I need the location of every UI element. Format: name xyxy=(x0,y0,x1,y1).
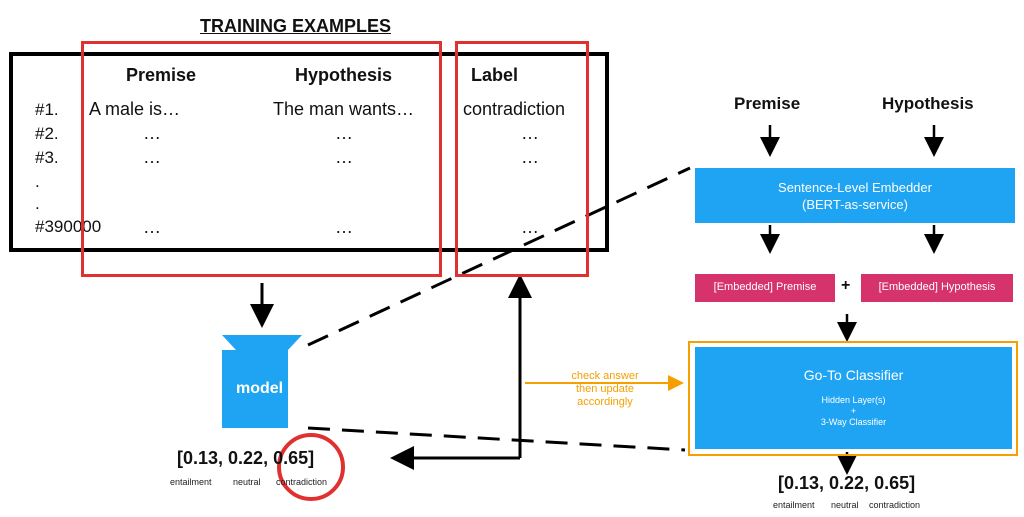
header-hypothesis: Hypothesis xyxy=(295,65,393,85)
classifier-line: 3-Way Classifier xyxy=(820,417,887,427)
row-hypothesis: The man wants… xyxy=(273,99,415,119)
row-number: #1. xyxy=(35,100,59,119)
right-label-entailment: entailment xyxy=(773,500,815,510)
right-label-contradiction: contradiction xyxy=(869,500,921,510)
plus-sign: + xyxy=(841,277,851,294)
classifier-box: Go-To Classifier Hidden Layer(s) + 3-Way… xyxy=(695,347,1012,449)
row-ellipsis-dot: . xyxy=(35,172,40,191)
header-premise: Premise xyxy=(126,65,197,85)
classifier-detail: Hidden Layer(s) + 3-Way Classifier xyxy=(695,395,1012,428)
right-premise-heading: Premise xyxy=(734,94,801,113)
row-number: #3. xyxy=(35,148,59,167)
model-label: model xyxy=(236,380,284,397)
classifier-outline xyxy=(688,341,1018,456)
row-hypothesis: … xyxy=(335,217,353,237)
right-probabilities: [0.13, 0.22, 0.65] xyxy=(778,473,916,493)
row-label: … xyxy=(521,123,539,143)
dashed-zoom-line-top xyxy=(307,166,691,347)
row-premise: A male is… xyxy=(89,99,181,119)
row-hypothesis: … xyxy=(335,123,353,143)
right-hypothesis-heading: Hypothesis xyxy=(882,94,974,113)
highlight-circle xyxy=(277,433,345,501)
check-answer-text: check answer then update accordingly xyxy=(555,370,655,409)
row-ellipsis-dot: . xyxy=(35,194,40,213)
left-probabilities: [0.13, 0.22, 0.65] xyxy=(177,448,315,468)
row-hypothesis: … xyxy=(335,147,353,167)
classifier-line: + xyxy=(850,406,857,416)
header-label: Label xyxy=(471,65,519,85)
page-title: TRAINING EXAMPLES xyxy=(200,16,392,36)
row-number: #2. xyxy=(35,124,59,143)
left-label-entailment: entailment xyxy=(170,477,212,487)
left-label-contradiction: contradiction xyxy=(276,477,328,487)
row-number: #390000 xyxy=(35,217,102,236)
embedded-hypothesis-box: [Embedded] Hypothesis xyxy=(861,274,1013,302)
highlight-box-label xyxy=(455,41,589,277)
classifier-title: Go-To Classifier xyxy=(803,367,904,383)
check-answer-line: then update xyxy=(575,383,635,395)
row-label: contradiction xyxy=(463,99,566,119)
dashed-zoom-line-bottom xyxy=(307,426,686,452)
row-label: … xyxy=(521,217,539,237)
model-shape xyxy=(222,335,302,428)
row-premise: … xyxy=(143,123,161,143)
row-premise: … xyxy=(143,147,161,167)
embedder-title: Sentence-Level Embedder xyxy=(778,180,932,195)
right-label-neutral: neutral xyxy=(831,500,859,510)
classifier-line: Hidden Layer(s) xyxy=(821,395,886,405)
training-table xyxy=(9,52,609,252)
row-label: … xyxy=(521,147,539,167)
embedder-box: Sentence-Level Embedder (BERT-as-service… xyxy=(695,168,1015,223)
left-label-neutral: neutral xyxy=(233,477,261,487)
row-premise: … xyxy=(143,217,161,237)
check-answer-line: accordingly xyxy=(577,396,633,408)
highlight-box-inputs xyxy=(81,41,442,277)
embedded-premise-box: [Embedded] Premise xyxy=(695,274,835,302)
check-answer-line: check answer xyxy=(571,370,639,382)
embedder-subtitle: (BERT-as-service) xyxy=(802,197,908,212)
